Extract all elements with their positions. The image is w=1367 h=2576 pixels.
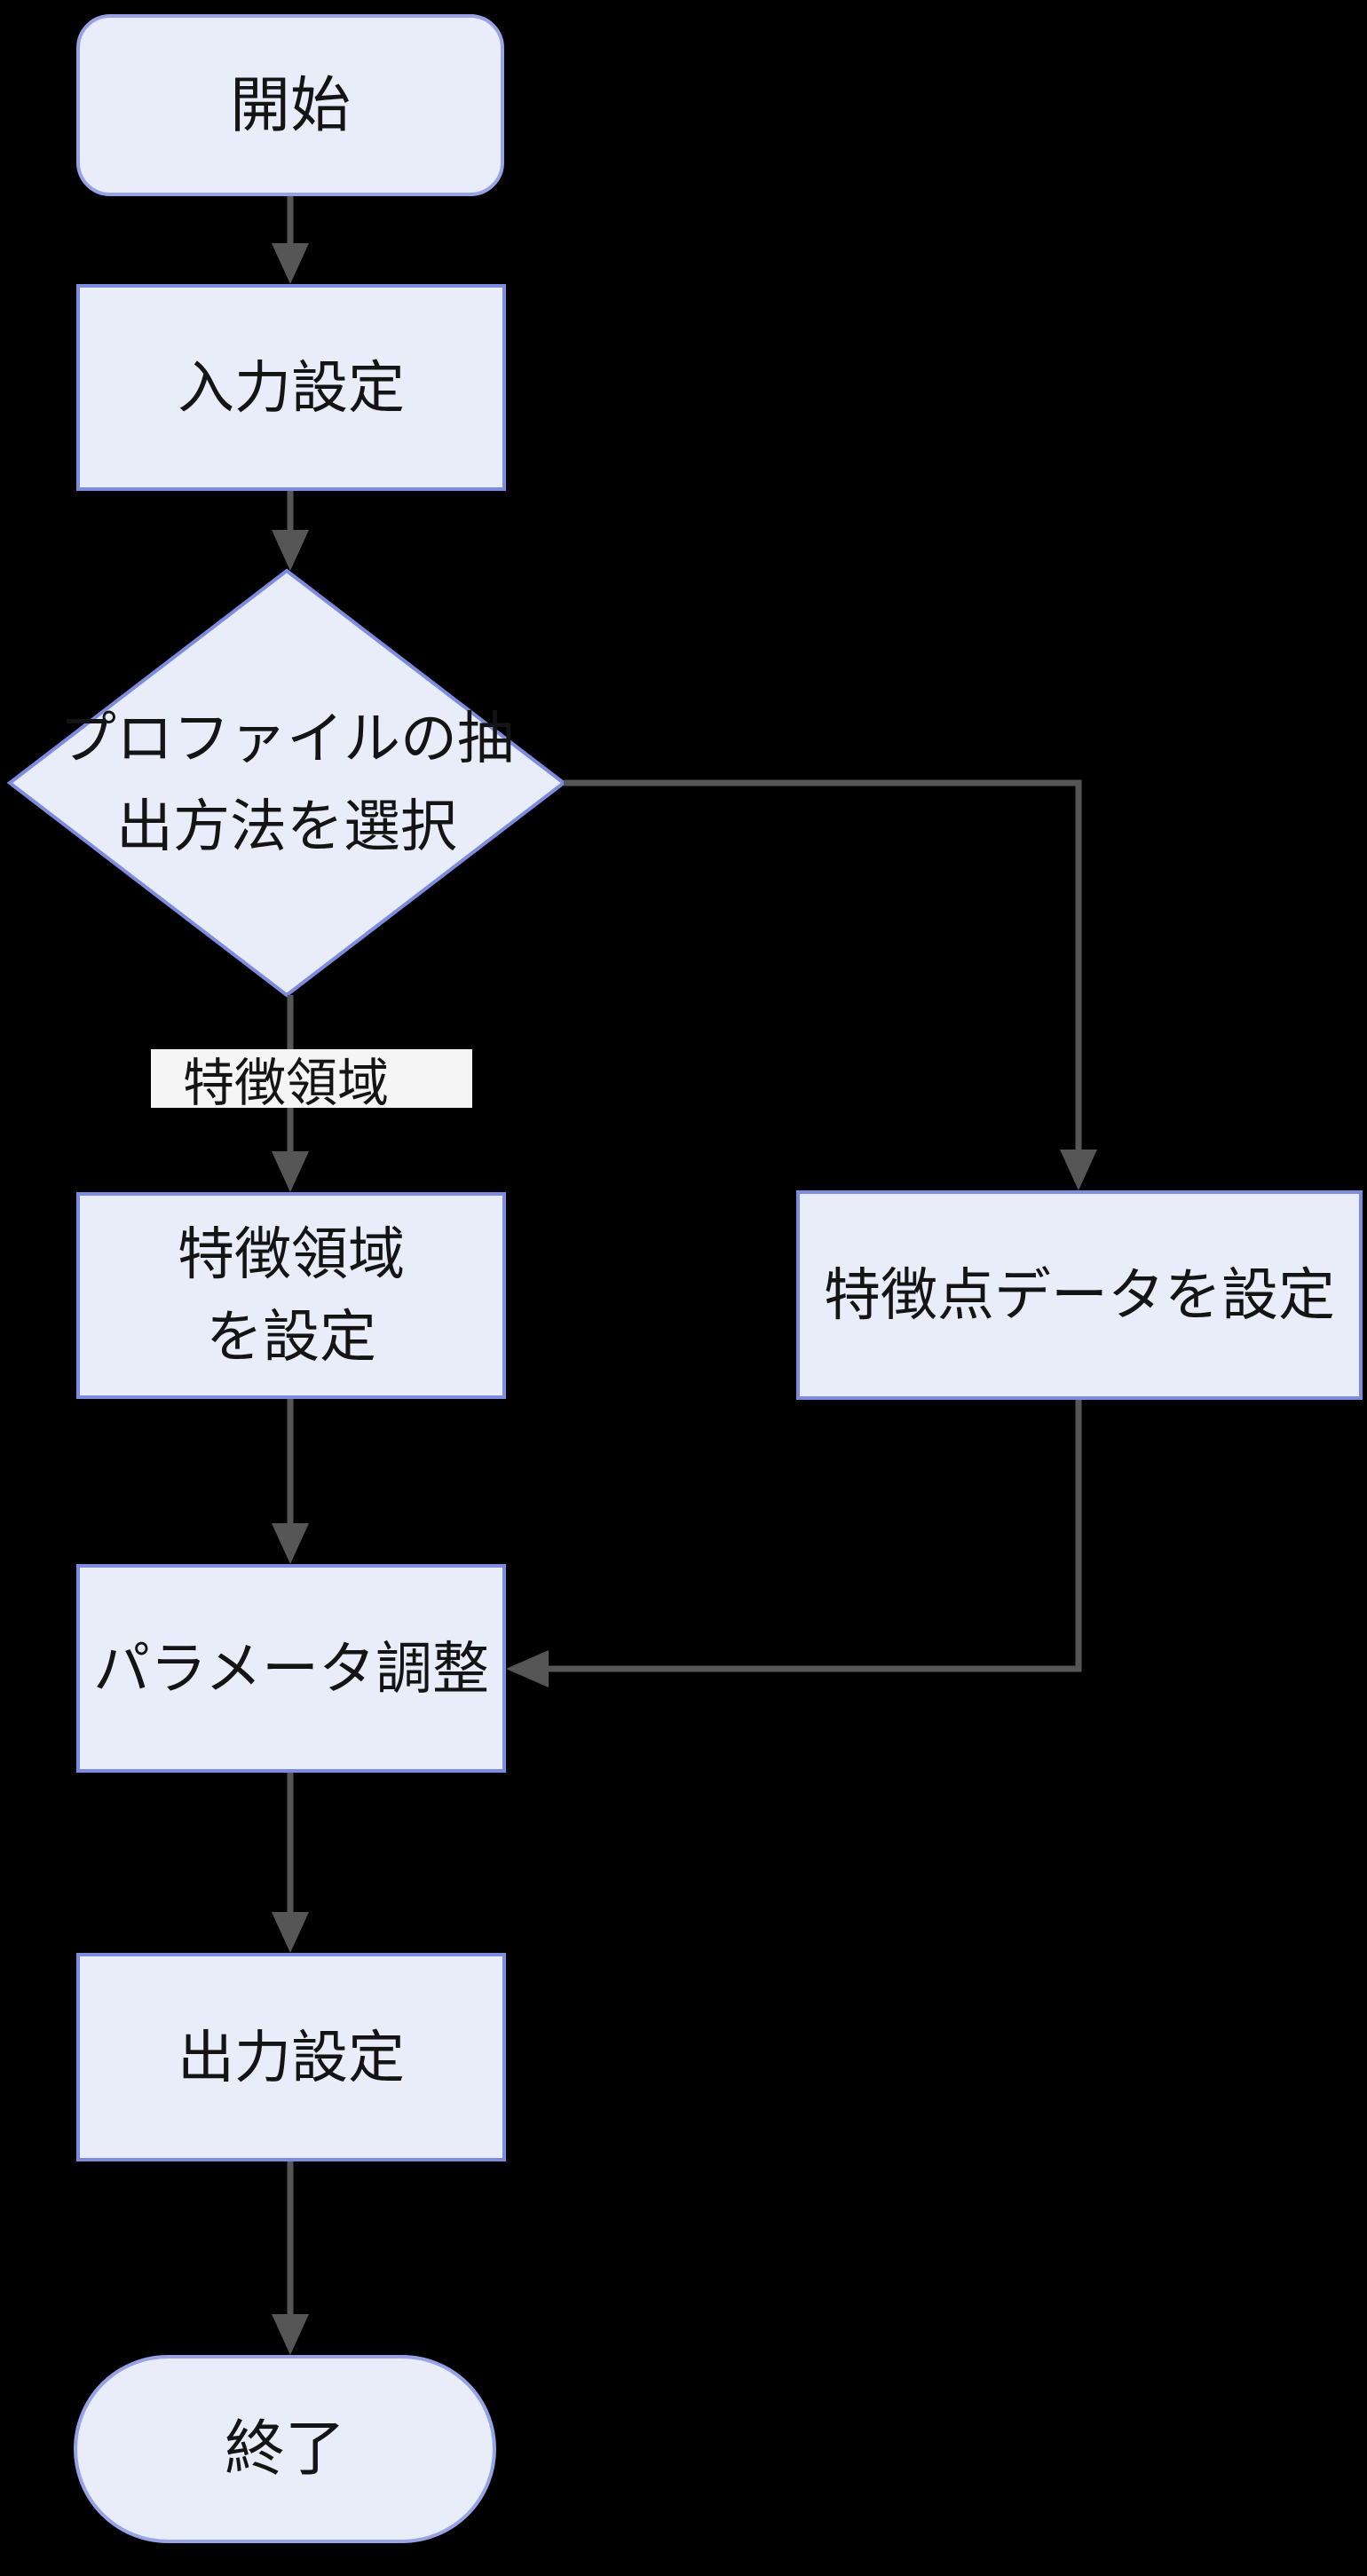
node-set-feature-point-data-label: 特徴点データを設定 [824, 1263, 1335, 1327]
decision-label-line2: 出方法を選択 [116, 794, 457, 858]
node-input-settings-label: 入力設定 [178, 355, 405, 420]
edge-label-feature-region-text: 特徴領域 [182, 1055, 389, 1112]
edge-feature-point-to-param [506, 1400, 1082, 1687]
node-set-feature-region-line1: 特徴領域 [178, 1221, 405, 1286]
node-end: 終了 [74, 2355, 496, 2543]
edge-decision-to-feature-point [564, 779, 1097, 1190]
edge-feature-region-to-param [272, 1399, 309, 1564]
node-input-settings: 入力設定 [76, 284, 506, 491]
edge-param-to-output [272, 1773, 309, 1953]
edge-label-feature-region: 特徴領域 [151, 1049, 472, 1112]
decision-label-line1: プロファイルの抽 [59, 706, 514, 770]
node-end-label: 終了 [224, 2415, 345, 2483]
node-decision-label: プロファイルの抽 出方法を選択 [10, 571, 564, 995]
node-output-settings-label: 出力設定 [178, 2025, 405, 2090]
node-start: 開始 [76, 14, 504, 196]
node-parameter-adjustment: パラメータ調整 [76, 1564, 506, 1773]
node-output-settings: 出力設定 [76, 1953, 506, 2161]
node-start-label: 開始 [229, 71, 351, 139]
node-set-feature-region: 特徴領域 を設定 [76, 1192, 506, 1399]
decision-diamond-shape [6, 568, 567, 998]
edge-input-to-decision [272, 491, 309, 571]
node-set-feature-region-line2: を設定 [206, 1304, 376, 1369]
node-set-feature-point-data: 特徴点データを設定 [796, 1190, 1363, 1400]
edge-start-to-input [272, 196, 309, 284]
node-parameter-adjustment-label: パラメータ調整 [92, 1636, 490, 1701]
edge-output-to-end [272, 2161, 309, 2355]
